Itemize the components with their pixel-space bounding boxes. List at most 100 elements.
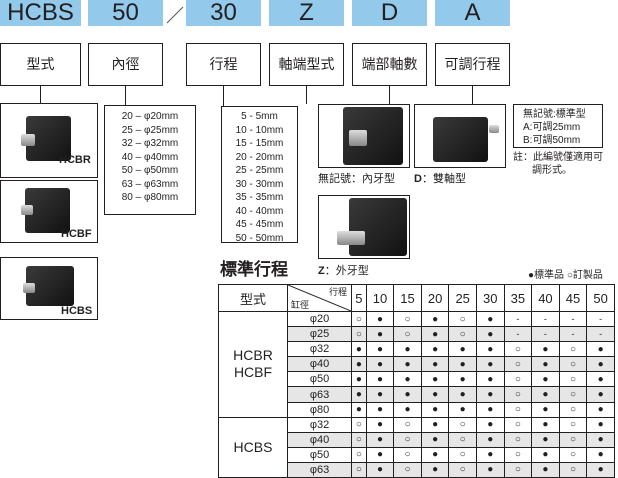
availability-cell: ● bbox=[365, 416, 395, 433]
availability-cell: ○ bbox=[351, 310, 367, 328]
bore-item: 32 – φ32mm bbox=[121, 138, 179, 149]
availability-cell: ● bbox=[531, 416, 560, 433]
col-type: 型式 bbox=[218, 284, 288, 312]
availability-cell: ● bbox=[475, 386, 505, 403]
col-stroke-5: 5 bbox=[351, 284, 367, 312]
product-image-hcbr: HCBR bbox=[0, 103, 98, 178]
availability-cell: ● bbox=[531, 356, 560, 373]
bore-cell: φ63 bbox=[287, 461, 352, 478]
availability-cell: ● bbox=[351, 386, 367, 403]
stroke-item: 10 - 10mm bbox=[235, 124, 284, 136]
bore-item: 50 – φ50mm bbox=[121, 165, 179, 176]
stroke-item: 25 - 25mm bbox=[235, 165, 284, 176]
availability-cell: ● bbox=[365, 356, 395, 373]
bore-cell: φ40 bbox=[287, 356, 352, 373]
availability-cell: ● bbox=[365, 461, 395, 478]
connector bbox=[40, 86, 41, 103]
code-shaft-end: Z bbox=[269, 0, 344, 26]
label-shaft-end: 軸端型式 bbox=[269, 43, 344, 86]
availability-cell: ● bbox=[420, 371, 450, 388]
stroke-item: 40 - 40mm bbox=[235, 205, 284, 217]
double-shaft-image bbox=[414, 104, 506, 168]
stroke-item: 45 - 45mm bbox=[235, 219, 284, 230]
bore-cell: φ40 bbox=[287, 431, 352, 448]
bore-item: 25 – φ25mm bbox=[121, 124, 179, 136]
availability-cell: ● bbox=[586, 446, 615, 463]
availability-cell: ● bbox=[365, 401, 395, 418]
availability-cell: ● bbox=[365, 431, 395, 448]
stroke-item: 50 - 50mm bbox=[235, 232, 284, 244]
standard-stroke-title: 標準行程 bbox=[220, 260, 288, 279]
availability-cell: ● bbox=[365, 386, 395, 403]
availability-cell: - bbox=[586, 326, 615, 343]
availability-cell: ● bbox=[586, 341, 615, 358]
availability-cell: ● bbox=[420, 310, 450, 328]
availability-cell: ● bbox=[531, 446, 560, 463]
stroke-item: 35 - 35mm bbox=[235, 192, 284, 203]
table-row: φ63●●●●●●○●○● bbox=[219, 386, 615, 403]
col-stroke-20: 20 bbox=[420, 284, 450, 312]
availability-cell: ○ bbox=[448, 326, 477, 343]
availability-cell: ● bbox=[420, 341, 450, 358]
availability-cell: ● bbox=[365, 326, 395, 343]
shaft-external-image bbox=[318, 195, 410, 259]
col-bore-stroke: 行程缸徑 bbox=[287, 284, 352, 312]
slash-separator bbox=[166, 6, 184, 24]
availability-cell: ● bbox=[531, 461, 560, 478]
bore-cell: φ32 bbox=[287, 416, 352, 433]
availability-cell: - bbox=[586, 310, 615, 328]
col-stroke-40: 40 bbox=[531, 284, 560, 312]
bore-cell: φ50 bbox=[287, 371, 352, 388]
availability-cell: ○ bbox=[558, 401, 588, 418]
table-row: φ25○●○●○●---- bbox=[219, 326, 615, 343]
code-stroke: 30 bbox=[186, 0, 261, 26]
availability-cell: ● bbox=[351, 356, 367, 373]
availability-cell: ○ bbox=[393, 461, 422, 478]
availability-cell: ● bbox=[475, 371, 505, 388]
availability-cell: ○ bbox=[351, 326, 367, 343]
availability-cell: ○ bbox=[448, 431, 477, 448]
table-row: φ50●●●●●●○●○● bbox=[219, 371, 615, 388]
product-image-hcbs: HCBS bbox=[0, 257, 98, 320]
availability-cell: ● bbox=[351, 371, 367, 388]
group-name-line: HCBF bbox=[233, 364, 273, 381]
availability-cell: ● bbox=[420, 386, 450, 403]
table-row: φ32●●●●●●○●○● bbox=[219, 341, 615, 358]
bore-item: 80 – φ80mm bbox=[121, 192, 179, 203]
availability-cell: ○ bbox=[503, 461, 533, 478]
connector bbox=[472, 86, 473, 104]
availability-cell: ● bbox=[531, 341, 560, 358]
adjust-note: 註：此編號僅適用可調形式。 bbox=[513, 152, 603, 176]
availability-cell: ● bbox=[586, 416, 615, 433]
availability-cell: ● bbox=[448, 341, 477, 358]
availability-cell: ○ bbox=[558, 461, 588, 478]
availability-cell: ● bbox=[586, 401, 615, 418]
availability-cell: ● bbox=[420, 326, 450, 343]
availability-cell: ● bbox=[475, 446, 505, 463]
availability-cell: ● bbox=[475, 461, 505, 478]
availability-cell: ● bbox=[475, 341, 505, 358]
availability-cell: ● bbox=[448, 386, 477, 403]
availability-cell: ○ bbox=[503, 341, 533, 358]
connector bbox=[125, 86, 126, 105]
table-row: φ40○●○●○●○●○● bbox=[219, 431, 615, 448]
availability-cell: ● bbox=[365, 310, 395, 328]
legend: ●標準品 ○訂製品 bbox=[528, 270, 603, 281]
availability-cell: ● bbox=[475, 310, 505, 328]
availability-cell: ○ bbox=[558, 431, 588, 448]
availability-cell: - bbox=[558, 310, 588, 328]
bore-cell: φ80 bbox=[287, 401, 352, 418]
code-shaft-count: D bbox=[352, 0, 427, 26]
availability-cell: ○ bbox=[448, 416, 477, 433]
availability-cell: ○ bbox=[503, 356, 533, 373]
col-stroke-25: 25 bbox=[448, 284, 477, 312]
availability-cell: ○ bbox=[393, 431, 422, 448]
availability-cell: ○ bbox=[503, 386, 533, 403]
availability-cell: ○ bbox=[503, 431, 533, 448]
